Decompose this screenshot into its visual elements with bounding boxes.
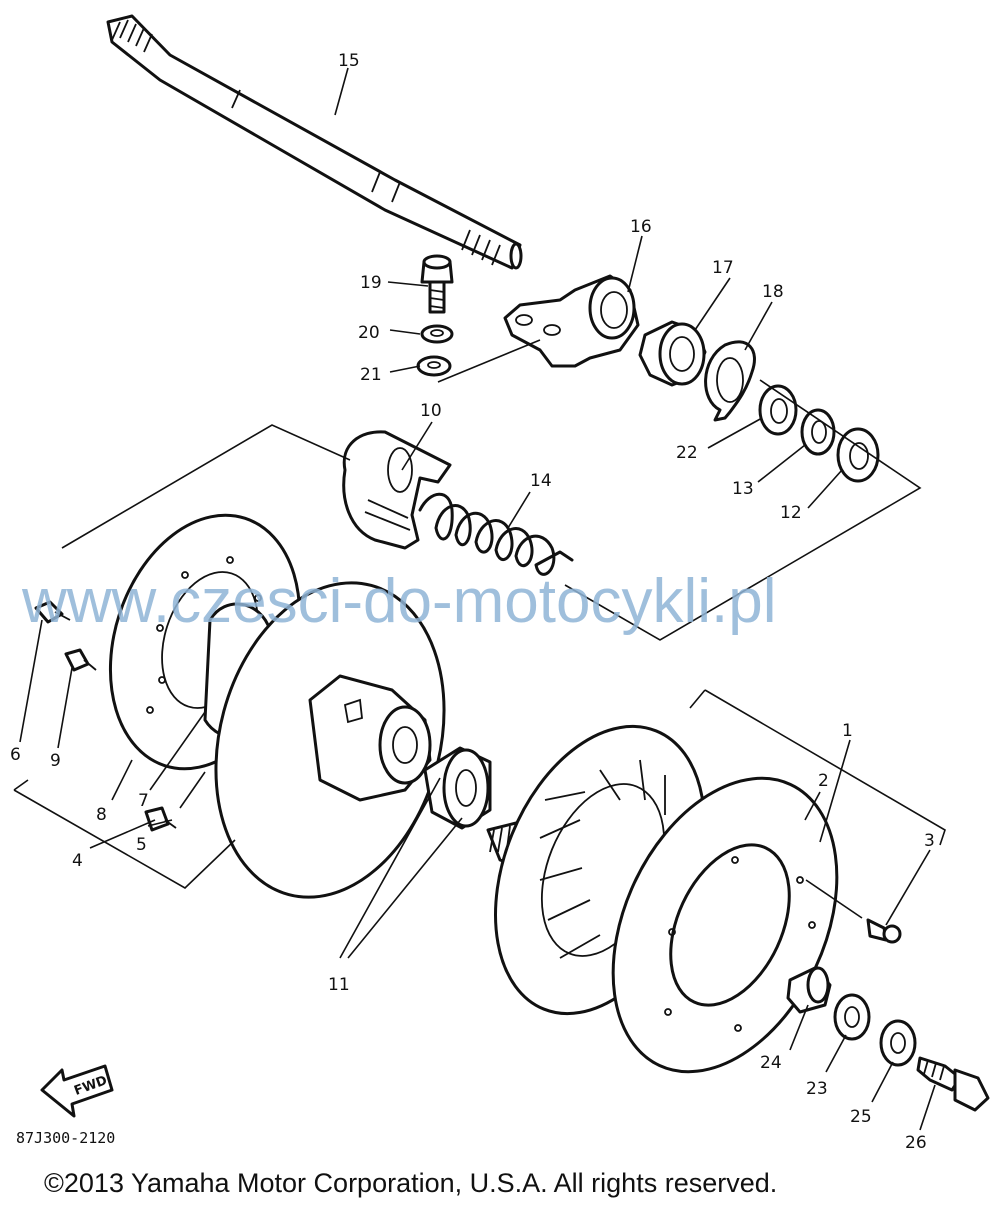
label-21: 21 [360,365,382,385]
disc-part-2[interactable] [569,742,881,1107]
label-15: 15 [338,51,360,71]
bolt-part-6[interactable] [34,600,71,624]
label-18: 18 [762,282,784,302]
assembly-frame-right [689,689,946,846]
label-8: 8 [96,805,107,825]
label-5: 5 [136,835,147,855]
label-2: 2 [818,771,829,791]
label-10: 10 [420,401,442,421]
assembly-frame-left [13,779,236,889]
fwd-arrow-icon: FWD [40,1064,114,1118]
washer-part-20[interactable] [420,324,454,344]
washer-part-21[interactable] [416,355,452,377]
label-14: 14 [530,471,552,491]
washer-part-22[interactable] [758,384,798,436]
drawing-code: 87J300-2120 [16,1129,115,1147]
bolt-part-19[interactable] [420,254,454,314]
leader-lines [19,67,936,1131]
bolt-part-26[interactable] [916,1056,990,1112]
cam-part-10[interactable] [342,430,452,550]
label-16: 16 [630,217,652,237]
label-11: 11 [328,975,350,995]
circlip-part-18[interactable] [704,340,756,422]
bolt-part-9[interactable] [64,648,97,672]
label-17: 17 [712,258,734,278]
label-4: 4 [72,851,83,871]
copyright-notice: ©2013 Yamaha Motor Corporation, U.S.A. A… [44,1168,777,1198]
label-19: 19 [360,273,382,293]
label-26: 26 [905,1133,927,1153]
part-labels: 15 16 17 18 19 20 21 10 22 14 13 12 6 9 … [10,51,935,1153]
label-22: 22 [676,443,698,463]
bearing-part-17[interactable] [638,320,707,387]
label-1: 1 [842,721,853,741]
label-13: 13 [732,479,754,499]
label-7: 7 [138,791,149,811]
label-20: 20 [358,323,380,343]
spring-part-14[interactable] [418,492,574,576]
label-25: 25 [850,1107,872,1127]
washer-part-13[interactable] [800,408,836,456]
label-9: 9 [50,751,61,771]
shaft-part-15[interactable] [106,14,523,270]
watermark-text: www.czesci-do-motocykli.pl [21,567,777,636]
spacer-part-24[interactable] [786,966,832,1014]
washer-part-12[interactable] [836,427,880,483]
assembly-frame-upper [61,379,922,641]
collar-part-11[interactable] [423,746,492,830]
label-12: 12 [780,503,802,523]
label-23: 23 [806,1079,828,1099]
label-24: 24 [760,1053,782,1073]
label-3: 3 [924,831,935,851]
bolt-part-3[interactable] [866,918,902,944]
bearing-holder-part-16[interactable] [503,274,640,368]
washer-part-25[interactable] [879,1019,917,1067]
washer-part-23[interactable] [833,993,871,1041]
label-6: 6 [10,745,21,765]
bolt-part-5[interactable] [144,806,177,832]
